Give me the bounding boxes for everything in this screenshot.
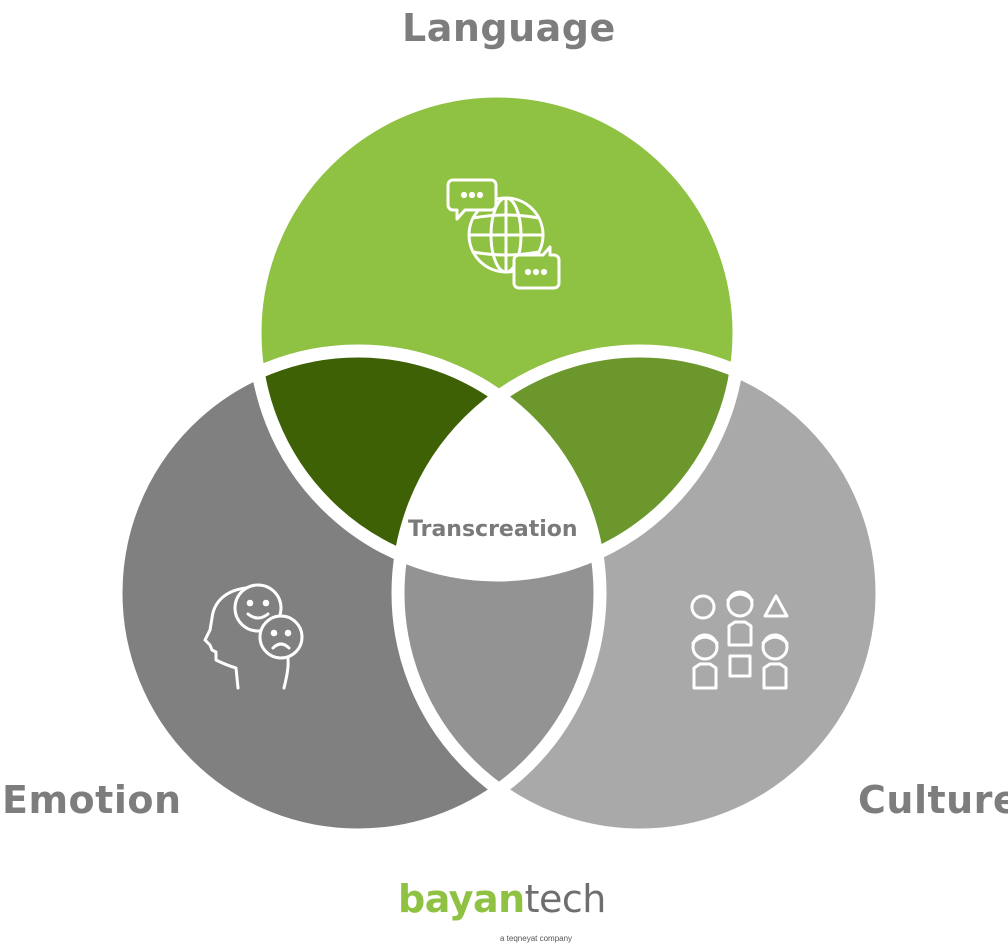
culture-label: Culture — [858, 778, 1008, 822]
globe-chat-icon — [446, 178, 561, 290]
brand-name-part1: bayan — [398, 877, 525, 921]
circle-outlines — [109, 84, 889, 842]
head-emotions-icon — [203, 583, 304, 690]
transcreation-overlap — [398, 351, 600, 575]
brand-name-part2: tech — [524, 877, 607, 921]
emotion-label: Emotion — [2, 778, 182, 822]
people-shapes-icon — [690, 590, 789, 690]
brand-logo: bayantech — [398, 880, 606, 918]
transcreation-label: Transcreation — [408, 517, 578, 542]
language-label: Language — [402, 6, 616, 50]
brand-tagline: a teqneyat company — [500, 934, 573, 943]
